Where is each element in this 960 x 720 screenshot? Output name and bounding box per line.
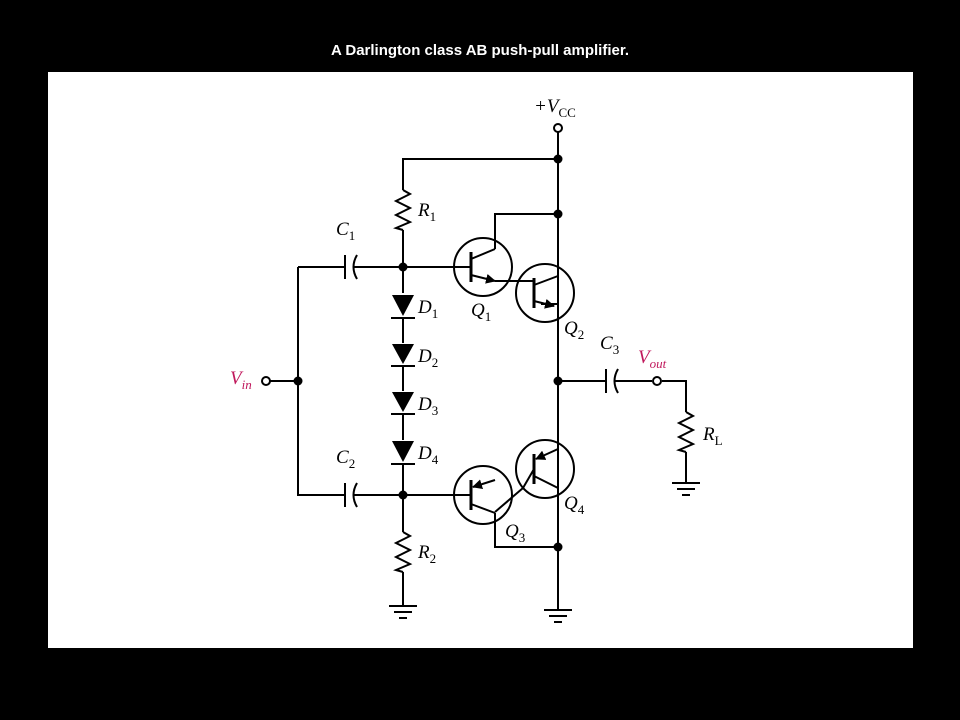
vin-terminal xyxy=(261,376,271,386)
transistor-q1 xyxy=(453,237,513,297)
ground-symbol xyxy=(389,599,417,619)
diode-d3 xyxy=(391,392,415,415)
resistor-r1 xyxy=(393,189,413,231)
capacitor-c3 xyxy=(605,368,619,394)
label-vcc: +VCC xyxy=(534,96,576,120)
vcc-terminal xyxy=(553,123,563,133)
capacitor-c2 xyxy=(344,482,358,508)
transistor-q3 xyxy=(453,465,513,525)
label-c2: C2 xyxy=(336,447,355,471)
label-r2: R2 xyxy=(417,542,436,566)
ground-symbol xyxy=(544,609,572,623)
label-q2: Q2 xyxy=(564,318,584,342)
label-c3: C3 xyxy=(600,333,619,357)
label-d2: D2 xyxy=(417,346,438,370)
diode-d2 xyxy=(391,344,415,367)
label-d4: D4 xyxy=(417,443,439,467)
diagram-panel: +VCC R1 R2 RL C1 C2 C3 D1 D2 D3 D4 Q1 Q2… xyxy=(48,72,913,648)
transistor-q2 xyxy=(515,263,575,323)
label-r1: R1 xyxy=(417,200,436,224)
label-c1: C1 xyxy=(336,219,355,243)
label-d1: D1 xyxy=(417,297,438,321)
label-q1: Q1 xyxy=(471,300,491,324)
resistor-r2 xyxy=(393,531,413,573)
resistor-rl xyxy=(676,411,696,453)
wires xyxy=(270,131,687,610)
label-q4: Q4 xyxy=(564,493,585,517)
label-rl: RL xyxy=(702,424,723,448)
label-q3: Q3 xyxy=(505,521,525,545)
label-vin: Vin xyxy=(230,368,252,392)
label-vout: Vout xyxy=(638,347,667,371)
capacitor-c1 xyxy=(344,254,358,280)
junctions xyxy=(293,154,563,552)
diode-d4 xyxy=(391,441,415,465)
slide-title: A Darlington class AB push-pull amplifie… xyxy=(330,42,630,59)
vout-terminal xyxy=(652,376,662,386)
circuit-diagram: +VCC R1 R2 RL C1 C2 C3 D1 D2 D3 D4 Q1 Q2… xyxy=(230,96,723,623)
label-d3: D3 xyxy=(417,394,438,418)
diode-d1 xyxy=(391,295,415,319)
ground-symbol xyxy=(672,482,700,496)
transistor-q4 xyxy=(515,439,575,499)
